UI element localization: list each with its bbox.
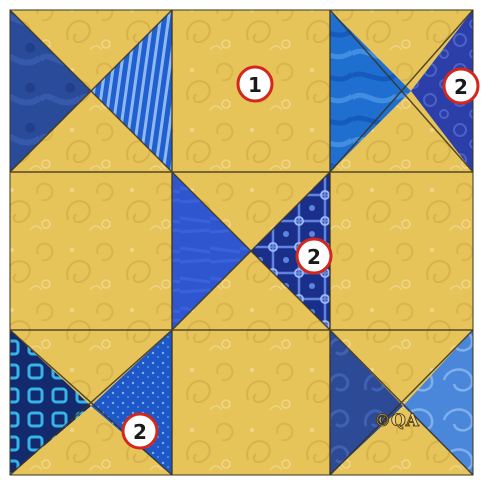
callout-badge-2: 2 bbox=[444, 69, 478, 103]
callout-badge-3: 2 bbox=[297, 239, 331, 273]
callout-label: 2 bbox=[454, 75, 468, 99]
callout-badge-1: 1 bbox=[238, 67, 272, 101]
logo-text: ©QA bbox=[374, 411, 420, 431]
callout-label: 2 bbox=[307, 245, 321, 269]
callout-label: 2 bbox=[133, 420, 147, 444]
callout-label: 1 bbox=[248, 73, 262, 97]
watermark-logo: ©QA bbox=[374, 411, 420, 431]
callout-badge-4: 2 bbox=[123, 414, 157, 448]
